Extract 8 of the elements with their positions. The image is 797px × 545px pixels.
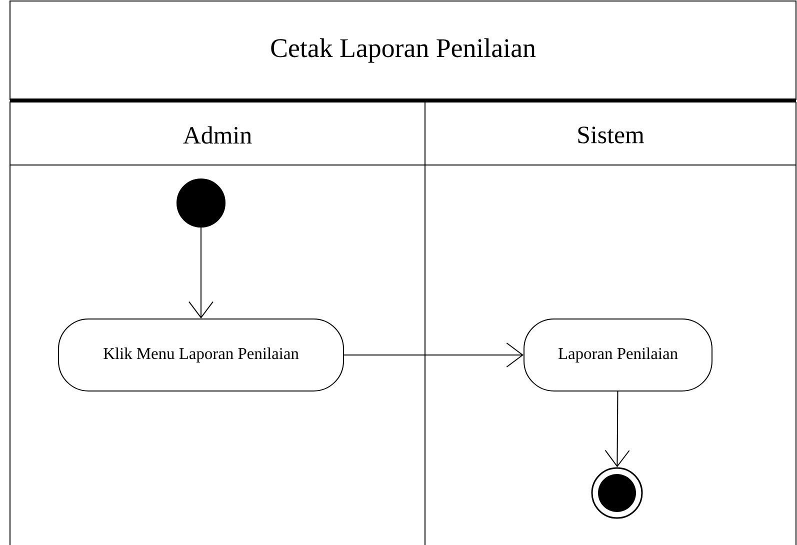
end-node [591, 467, 643, 519]
start-node [176, 178, 226, 228]
arrow [604, 391, 630, 468]
arrow [188, 227, 214, 318]
arrow [344, 342, 524, 368]
title-band: Cetak Laporan Penilaian [10, 0, 796, 102]
action-node: Laporan Penilaian [524, 318, 712, 392]
action-node: Klik Menu Laporan Penilaian [58, 318, 344, 392]
